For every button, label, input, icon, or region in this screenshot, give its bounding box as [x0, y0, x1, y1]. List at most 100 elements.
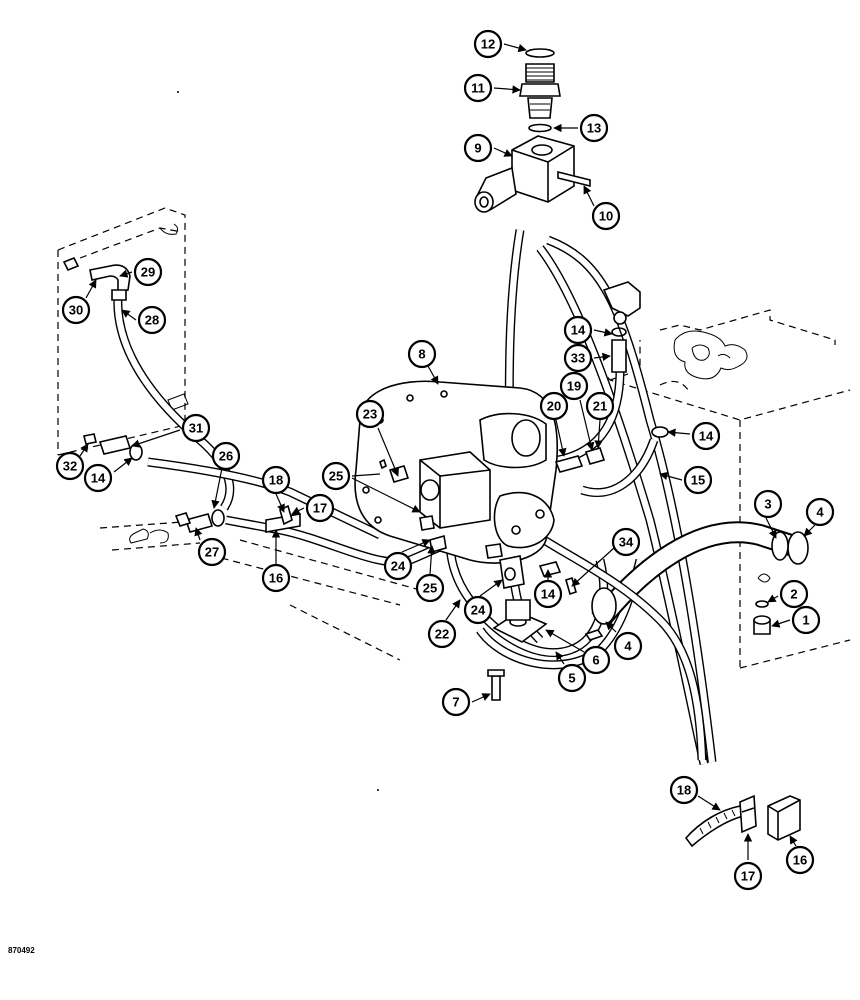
callout-18-inset: 18: [669, 775, 721, 811]
callout-1: 1: [771, 605, 821, 635]
frame-rail-outline: [99, 519, 421, 661]
svg-text:10: 10: [599, 209, 613, 224]
callout-11: 11: [463, 73, 521, 103]
callout-17: 17: [291, 493, 335, 523]
svg-text:7: 7: [452, 695, 459, 710]
svg-text:27: 27: [205, 545, 219, 560]
callout-29: 29: [119, 257, 163, 287]
callout-8: 8: [407, 339, 439, 385]
callout-32: 32: [55, 443, 89, 481]
svg-text:14: 14: [571, 323, 586, 338]
svg-text:1: 1: [802, 613, 809, 628]
svg-text:30: 30: [69, 303, 83, 318]
svg-text:2: 2: [790, 587, 797, 602]
svg-text:18: 18: [269, 473, 283, 488]
bracket-16: [767, 795, 801, 841]
callout-2: 2: [767, 579, 809, 609]
callout-6: 6: [545, 629, 611, 675]
svg-text:33: 33: [571, 351, 585, 366]
svg-text:19: 19: [567, 379, 581, 394]
fitting-31: [98, 435, 132, 455]
callout-30: 30: [61, 279, 97, 325]
callout-20: 20: [539, 391, 569, 457]
callout-5: 5: [555, 651, 587, 693]
svg-text:17: 17: [741, 869, 755, 884]
svg-text:15: 15: [691, 473, 705, 488]
callout-18: 18: [261, 465, 291, 513]
callout-24-right: 24: [463, 579, 503, 625]
callout-21: 21: [585, 391, 615, 449]
callout-17-inset: 17: [733, 833, 763, 891]
svg-text:25: 25: [423, 581, 437, 596]
svg-text:22: 22: [435, 627, 449, 642]
callout-14-right: 14: [667, 421, 721, 451]
svg-text:14: 14: [91, 471, 106, 486]
svg-text:16: 16: [793, 853, 807, 868]
adapter-fitting-11: [519, 63, 561, 119]
svg-text:31: 31: [189, 421, 203, 436]
pump-assembly-8: [354, 380, 559, 564]
clamp-detail-inset: [684, 794, 801, 848]
svg-text:32: 32: [63, 459, 77, 474]
callout-3: 3: [753, 489, 783, 539]
callout-9: 9: [463, 133, 513, 163]
svg-text:23: 23: [363, 407, 377, 422]
callout-14-top: 14: [563, 315, 613, 345]
callout-16-inset: 16: [785, 835, 815, 875]
svg-text:4: 4: [624, 639, 632, 654]
svg-text:8: 8: [418, 347, 425, 362]
svg-text:14: 14: [541, 587, 556, 602]
svg-text:20: 20: [547, 399, 561, 414]
tank-outline-right: [599, 309, 851, 669]
callout-25-upper: 25: [321, 461, 420, 512]
svg-text:29: 29: [141, 265, 155, 280]
o-ring-12: [525, 48, 555, 58]
svg-text:24: 24: [471, 603, 486, 618]
valve-assembly: [474, 48, 591, 213]
svg-text:24: 24: [391, 559, 406, 574]
svg-text:34: 34: [619, 535, 634, 550]
washer-2: [755, 600, 769, 608]
clip-17: [739, 794, 757, 834]
svg-text:13: 13: [587, 121, 601, 136]
callouts: 12 11 13 9 10 29 30 28 14 33 8 19 20 21 …: [55, 29, 835, 891]
svg-text:12: 12: [481, 37, 495, 52]
svg-text:21: 21: [593, 399, 607, 414]
svg-text:6: 6: [592, 653, 599, 668]
strap-18: [684, 805, 746, 848]
callout-19: 19: [559, 371, 595, 451]
callout-31: 31: [131, 413, 211, 448]
callout-4-lower: 4: [605, 621, 643, 661]
callout-14-mid: 14: [533, 569, 563, 609]
callout-34: 34: [571, 527, 641, 587]
callout-14-left: 14: [83, 457, 133, 493]
svg-text:9: 9: [474, 141, 481, 156]
callout-23: 23: [355, 399, 399, 477]
figure-code: 870492: [8, 946, 35, 955]
elbow-fitting-top: [602, 281, 641, 317]
svg-text:25: 25: [329, 469, 343, 484]
callout-25-lower: 25: [415, 545, 445, 603]
svg-text:17: 17: [313, 501, 327, 516]
svg-text:18: 18: [677, 783, 691, 798]
callout-26: 26: [211, 441, 241, 509]
callout-33: 33: [563, 343, 611, 373]
svg-text:5: 5: [568, 671, 575, 686]
callout-4-upper: 4: [803, 497, 835, 537]
callout-7: 7: [441, 687, 491, 717]
svg-text:26: 26: [219, 449, 233, 464]
callout-15: 15: [659, 465, 713, 495]
callout-10: 10: [583, 185, 621, 231]
callout-13: 13: [553, 113, 609, 143]
svg-text:28: 28: [145, 313, 159, 328]
elbow-fitting-29-30: [89, 264, 131, 293]
o-ring-13: [528, 123, 552, 133]
callout-24-left: 24: [383, 539, 431, 581]
svg-text:14: 14: [699, 429, 714, 444]
callout-22: 22: [427, 599, 461, 649]
svg-text:3: 3: [764, 497, 771, 512]
callout-28: 28: [121, 305, 167, 335]
svg-text:11: 11: [471, 81, 485, 96]
callout-12: 12: [473, 29, 527, 59]
fitting-26-27: [184, 513, 214, 533]
